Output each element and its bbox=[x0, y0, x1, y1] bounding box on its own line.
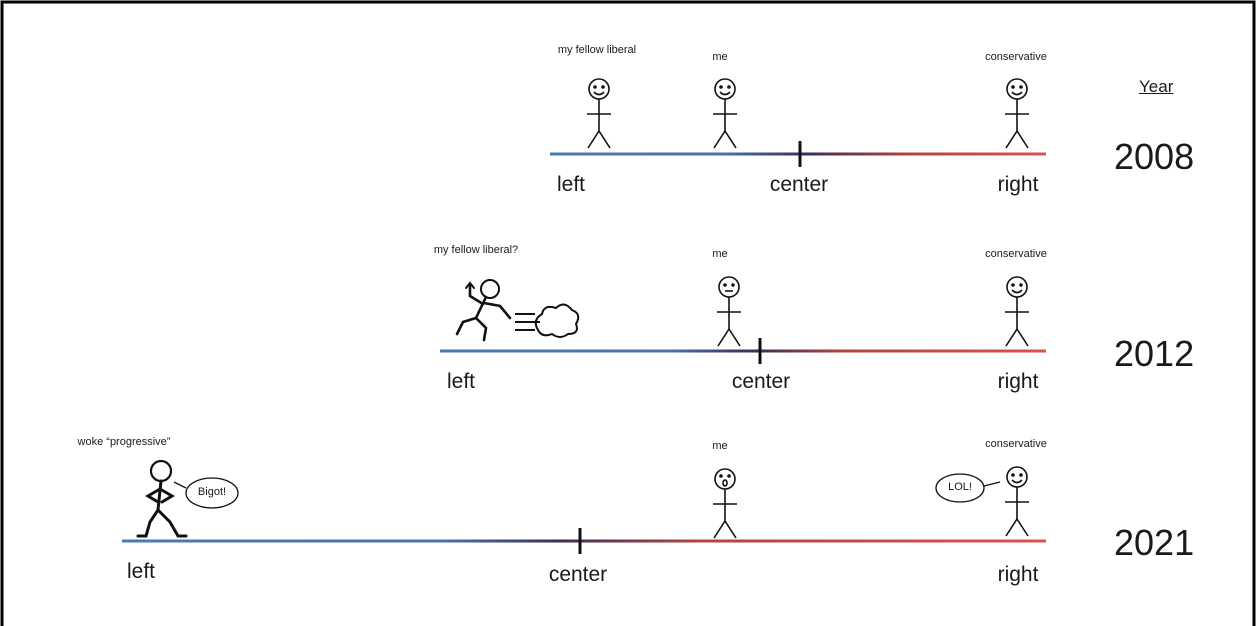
stick-figure-liberal bbox=[587, 78, 611, 149]
axis-label-right: right bbox=[997, 370, 1039, 393]
stick-figure-conservative bbox=[1005, 466, 1029, 537]
axis-label-left: left bbox=[126, 560, 156, 583]
axis-label-left: left bbox=[446, 370, 476, 393]
dust-cloud-icon bbox=[515, 303, 580, 338]
year-label: 2021 bbox=[1114, 522, 1195, 563]
speech-bubble-lol bbox=[935, 473, 985, 503]
year-column-header: Year bbox=[1139, 77, 1174, 96]
stick-figure-progressive bbox=[136, 459, 188, 538]
figure-label-liberal: my fellow liberal bbox=[557, 44, 637, 56]
speech-pointer bbox=[983, 481, 1001, 487]
stick-figure-conservative bbox=[1005, 276, 1029, 347]
axis-label-right: right bbox=[997, 563, 1039, 586]
axis-label-center: center bbox=[731, 370, 791, 393]
stick-figure-me bbox=[713, 78, 737, 149]
row-2008 bbox=[550, 78, 1046, 167]
stick-figure-conservative bbox=[1005, 78, 1029, 149]
figure-label-me: me bbox=[712, 440, 728, 452]
row-2012 bbox=[440, 276, 1046, 364]
figure-label-conservative: conservative bbox=[985, 51, 1047, 63]
axis-label-left: left bbox=[556, 173, 586, 196]
speech-text-lol: LOL! bbox=[948, 481, 972, 493]
figure-label-conservative: conservative bbox=[985, 248, 1047, 260]
running-figure-liberal bbox=[455, 279, 512, 342]
speech-bubble-bigot bbox=[185, 477, 239, 509]
speech-text-bigot: Bigot! bbox=[197, 486, 227, 498]
figure-label-conservative: conservative bbox=[985, 438, 1047, 450]
axis-label-center: center bbox=[769, 173, 829, 196]
figure-label-liberal: my fellow liberal? bbox=[433, 244, 519, 256]
figure-label-me: me bbox=[712, 51, 728, 63]
row-2021 bbox=[122, 459, 1046, 554]
stick-figure-me bbox=[717, 276, 741, 347]
speech-pointer bbox=[173, 481, 187, 489]
figure-label-me: me bbox=[712, 248, 728, 260]
axis-label-right: right bbox=[997, 173, 1039, 196]
stick-figure-me bbox=[713, 468, 737, 539]
year-label: 2008 bbox=[1114, 136, 1195, 177]
year-label: 2012 bbox=[1114, 333, 1195, 374]
figure-label-progressive: woke “progressive” bbox=[77, 436, 171, 448]
axis-label-center: center bbox=[548, 563, 608, 586]
